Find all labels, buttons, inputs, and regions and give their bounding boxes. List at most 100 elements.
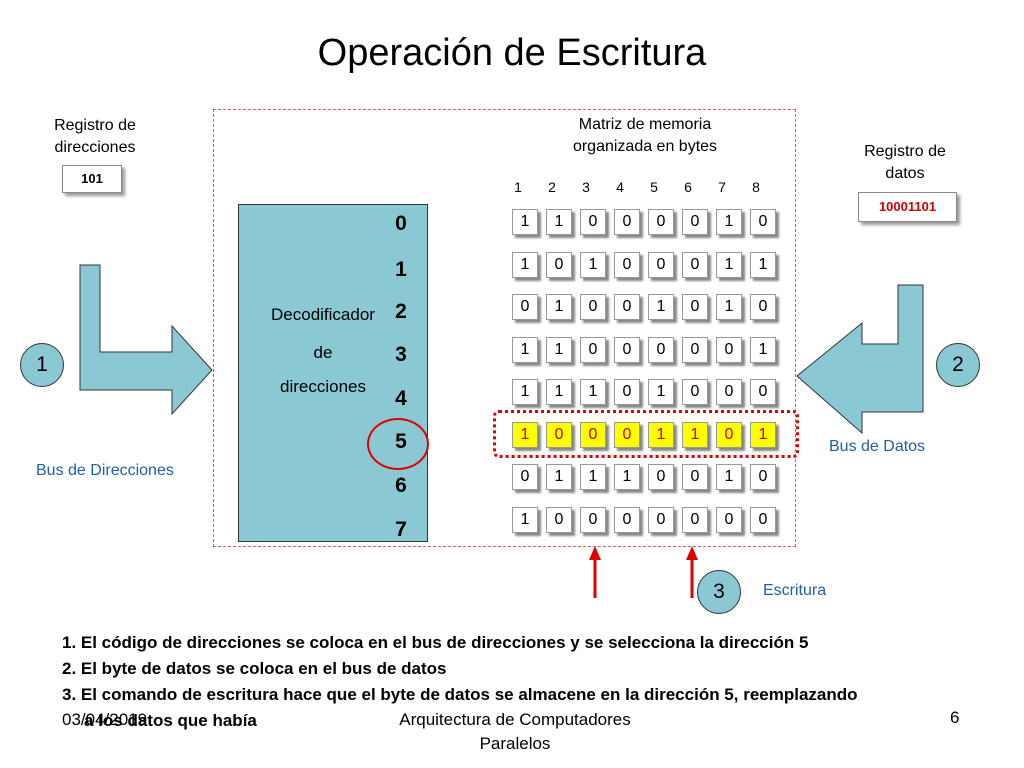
- memory-cell: 0: [682, 294, 708, 320]
- memory-cell: 0: [546, 252, 572, 278]
- memory-cell: 0: [512, 294, 538, 320]
- memory-cell: 1: [546, 464, 572, 490]
- address-label-1: 1: [395, 258, 407, 281]
- memory-cell: 0: [614, 507, 640, 533]
- memory-cell: 1: [716, 209, 742, 235]
- memory-cell: 1: [546, 209, 572, 235]
- memory-cell: 1: [716, 294, 742, 320]
- column-number-4: 4: [616, 179, 624, 195]
- memory-cell: 1: [750, 422, 776, 448]
- memory-cell: 0: [750, 294, 776, 320]
- step-text-4: a los datos que había: [84, 711, 257, 730]
- memory-cell: 0: [682, 209, 708, 235]
- column-number-6: 6: [684, 179, 692, 195]
- address-register-label: Registro de direcciones: [30, 115, 160, 159]
- memory-cell: 0: [716, 422, 742, 448]
- step-one-marker: 1: [20, 343, 64, 387]
- memory-cell: 1: [750, 252, 776, 278]
- memory-cell: 0: [648, 252, 674, 278]
- memory-cell: 1: [648, 422, 674, 448]
- selected-row-marker: [493, 410, 799, 458]
- steps-description: 1. El código de direcciones se coloca en…: [62, 630, 858, 734]
- write-arrow-2: [686, 546, 698, 598]
- address-label-0: 0: [395, 212, 407, 235]
- memory-cell: 0: [614, 252, 640, 278]
- memory-cell: 0: [614, 422, 640, 448]
- write-label: Escritura: [763, 582, 827, 599]
- memory-cell: 1: [682, 422, 708, 448]
- address-register-label-line1: Registro de: [54, 117, 136, 134]
- memory-cell: 0: [614, 379, 640, 405]
- memory-cell: 0: [614, 337, 640, 363]
- step-text-2: 2. El byte de datos se coloca en el bus …: [62, 659, 447, 678]
- memory-cell: 1: [512, 422, 538, 448]
- memory-cell: 0: [716, 379, 742, 405]
- memory-cell: 0: [648, 507, 674, 533]
- column-number-1: 1: [514, 179, 522, 195]
- memory-cell: 1: [512, 209, 538, 235]
- memory-cell: 1: [546, 337, 572, 363]
- data-register-value: 10001101: [858, 192, 957, 222]
- footer-course-line1: Arquitectura de Computadores: [399, 710, 631, 729]
- column-number-2: 2: [548, 179, 556, 195]
- memory-cell: 0: [682, 379, 708, 405]
- memory-cell: 0: [716, 507, 742, 533]
- memory-cell: 0: [546, 422, 572, 448]
- memory-cell: 0: [682, 337, 708, 363]
- memory-cell: 1: [580, 464, 606, 490]
- memory-cell: 1: [512, 507, 538, 533]
- memory-cell: 1: [512, 252, 538, 278]
- address-label-3: 3: [395, 343, 407, 366]
- memory-cell: 1: [580, 252, 606, 278]
- matrix-label-line2: organizada en bytes: [572, 138, 718, 155]
- address-decoder: [238, 204, 428, 542]
- matrix-label-line1: Matriz de memoria: [578, 116, 712, 133]
- data-register-label: Registro de datos: [840, 141, 970, 185]
- address-bus-arrow: [79, 264, 213, 416]
- data-bus-label: Bus de Datos: [829, 438, 926, 455]
- column-number-7: 7: [718, 179, 726, 195]
- memory-cell: 1: [648, 379, 674, 405]
- memory-cell: 1: [512, 379, 538, 405]
- footer-page-number: 6: [950, 708, 960, 727]
- memory-cell: 0: [750, 209, 776, 235]
- address-label-4: 4: [395, 387, 407, 410]
- address-label-6: 6: [395, 474, 407, 497]
- memory-cell: 1: [716, 252, 742, 278]
- page-title: Operación de Escritura: [317, 32, 707, 74]
- step-text-1: 1. El código de direcciones se coloca en…: [62, 633, 809, 652]
- address-bus-label: Bus de Direcciones: [36, 462, 174, 479]
- write-arrow-1: [589, 546, 601, 598]
- footer-course-line2: Paralelos: [479, 734, 551, 753]
- memory-cell: 1: [614, 464, 640, 490]
- decoder-label-line1: Decodificador: [271, 305, 375, 324]
- memory-cell: 0: [716, 337, 742, 363]
- memory-cell: 1: [648, 294, 674, 320]
- memory-cell: 0: [750, 379, 776, 405]
- data-bus-arrow: [796, 284, 924, 435]
- selected-address-circle: [367, 418, 429, 470]
- data-register-label-line1: Registro de: [864, 143, 946, 160]
- memory-cell: 1: [546, 379, 572, 405]
- memory-cell: 0: [614, 209, 640, 235]
- memory-cell: 0: [750, 464, 776, 490]
- memory-cell: 1: [546, 294, 572, 320]
- memory-cell: 0: [648, 209, 674, 235]
- matrix-label: Matriz de memoria organizada en bytes: [540, 114, 750, 158]
- step-three-marker: 3: [697, 570, 741, 614]
- footer-course: Arquitectura de Computadores Paralelos: [360, 708, 670, 756]
- decoder-label-line3: direcciones: [280, 377, 366, 396]
- memory-cell: 0: [648, 464, 674, 490]
- address-register-value: 101: [62, 165, 122, 193]
- decoder-label-line2: de: [313, 343, 333, 362]
- column-number-3: 3: [582, 179, 590, 195]
- address-label-7: 7: [395, 518, 407, 541]
- memory-cell: 1: [716, 464, 742, 490]
- memory-cell: 1: [750, 337, 776, 363]
- step-two-marker: 2: [936, 343, 980, 387]
- data-register-label-line2: datos: [885, 165, 925, 182]
- memory-cell: 0: [648, 337, 674, 363]
- memory-cell: 0: [750, 507, 776, 533]
- memory-cell: 0: [580, 507, 606, 533]
